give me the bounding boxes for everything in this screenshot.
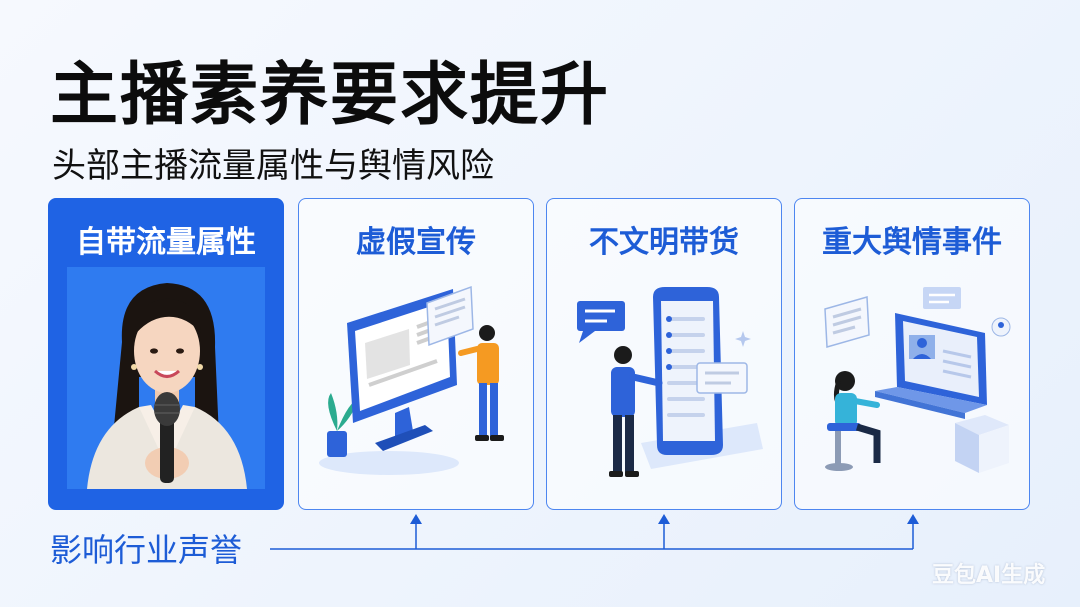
ai-watermark: 豆包AI生成 [932, 563, 1046, 588]
card-false-advertising: 虚假宣传 [298, 198, 534, 510]
laptop-and-person-icon [805, 273, 1019, 497]
card-major-public-opinion: 重大舆情事件 [794, 198, 1030, 510]
card-title: 自带流量属性 [76, 225, 256, 260]
host-with-microphone-photo [67, 267, 265, 489]
slide-title: 主播素养要求提升 [50, 56, 611, 135]
card-title: 重大舆情事件 [822, 225, 1002, 260]
card-uncivil-selling: 不文明带货 [546, 198, 782, 510]
industry-reputation-label: 影响行业声誉 [50, 531, 243, 569]
phone-and-person-icon [557, 273, 771, 497]
monitor-and-person-icon [309, 273, 523, 497]
card-title: 不文明带货 [589, 225, 739, 260]
slide-subtitle: 头部主播流量属性与舆情风险 [52, 146, 494, 186]
card-title: 虚假宣传 [356, 225, 476, 260]
card-traffic-attribute: 自带流量属性 [48, 198, 284, 510]
